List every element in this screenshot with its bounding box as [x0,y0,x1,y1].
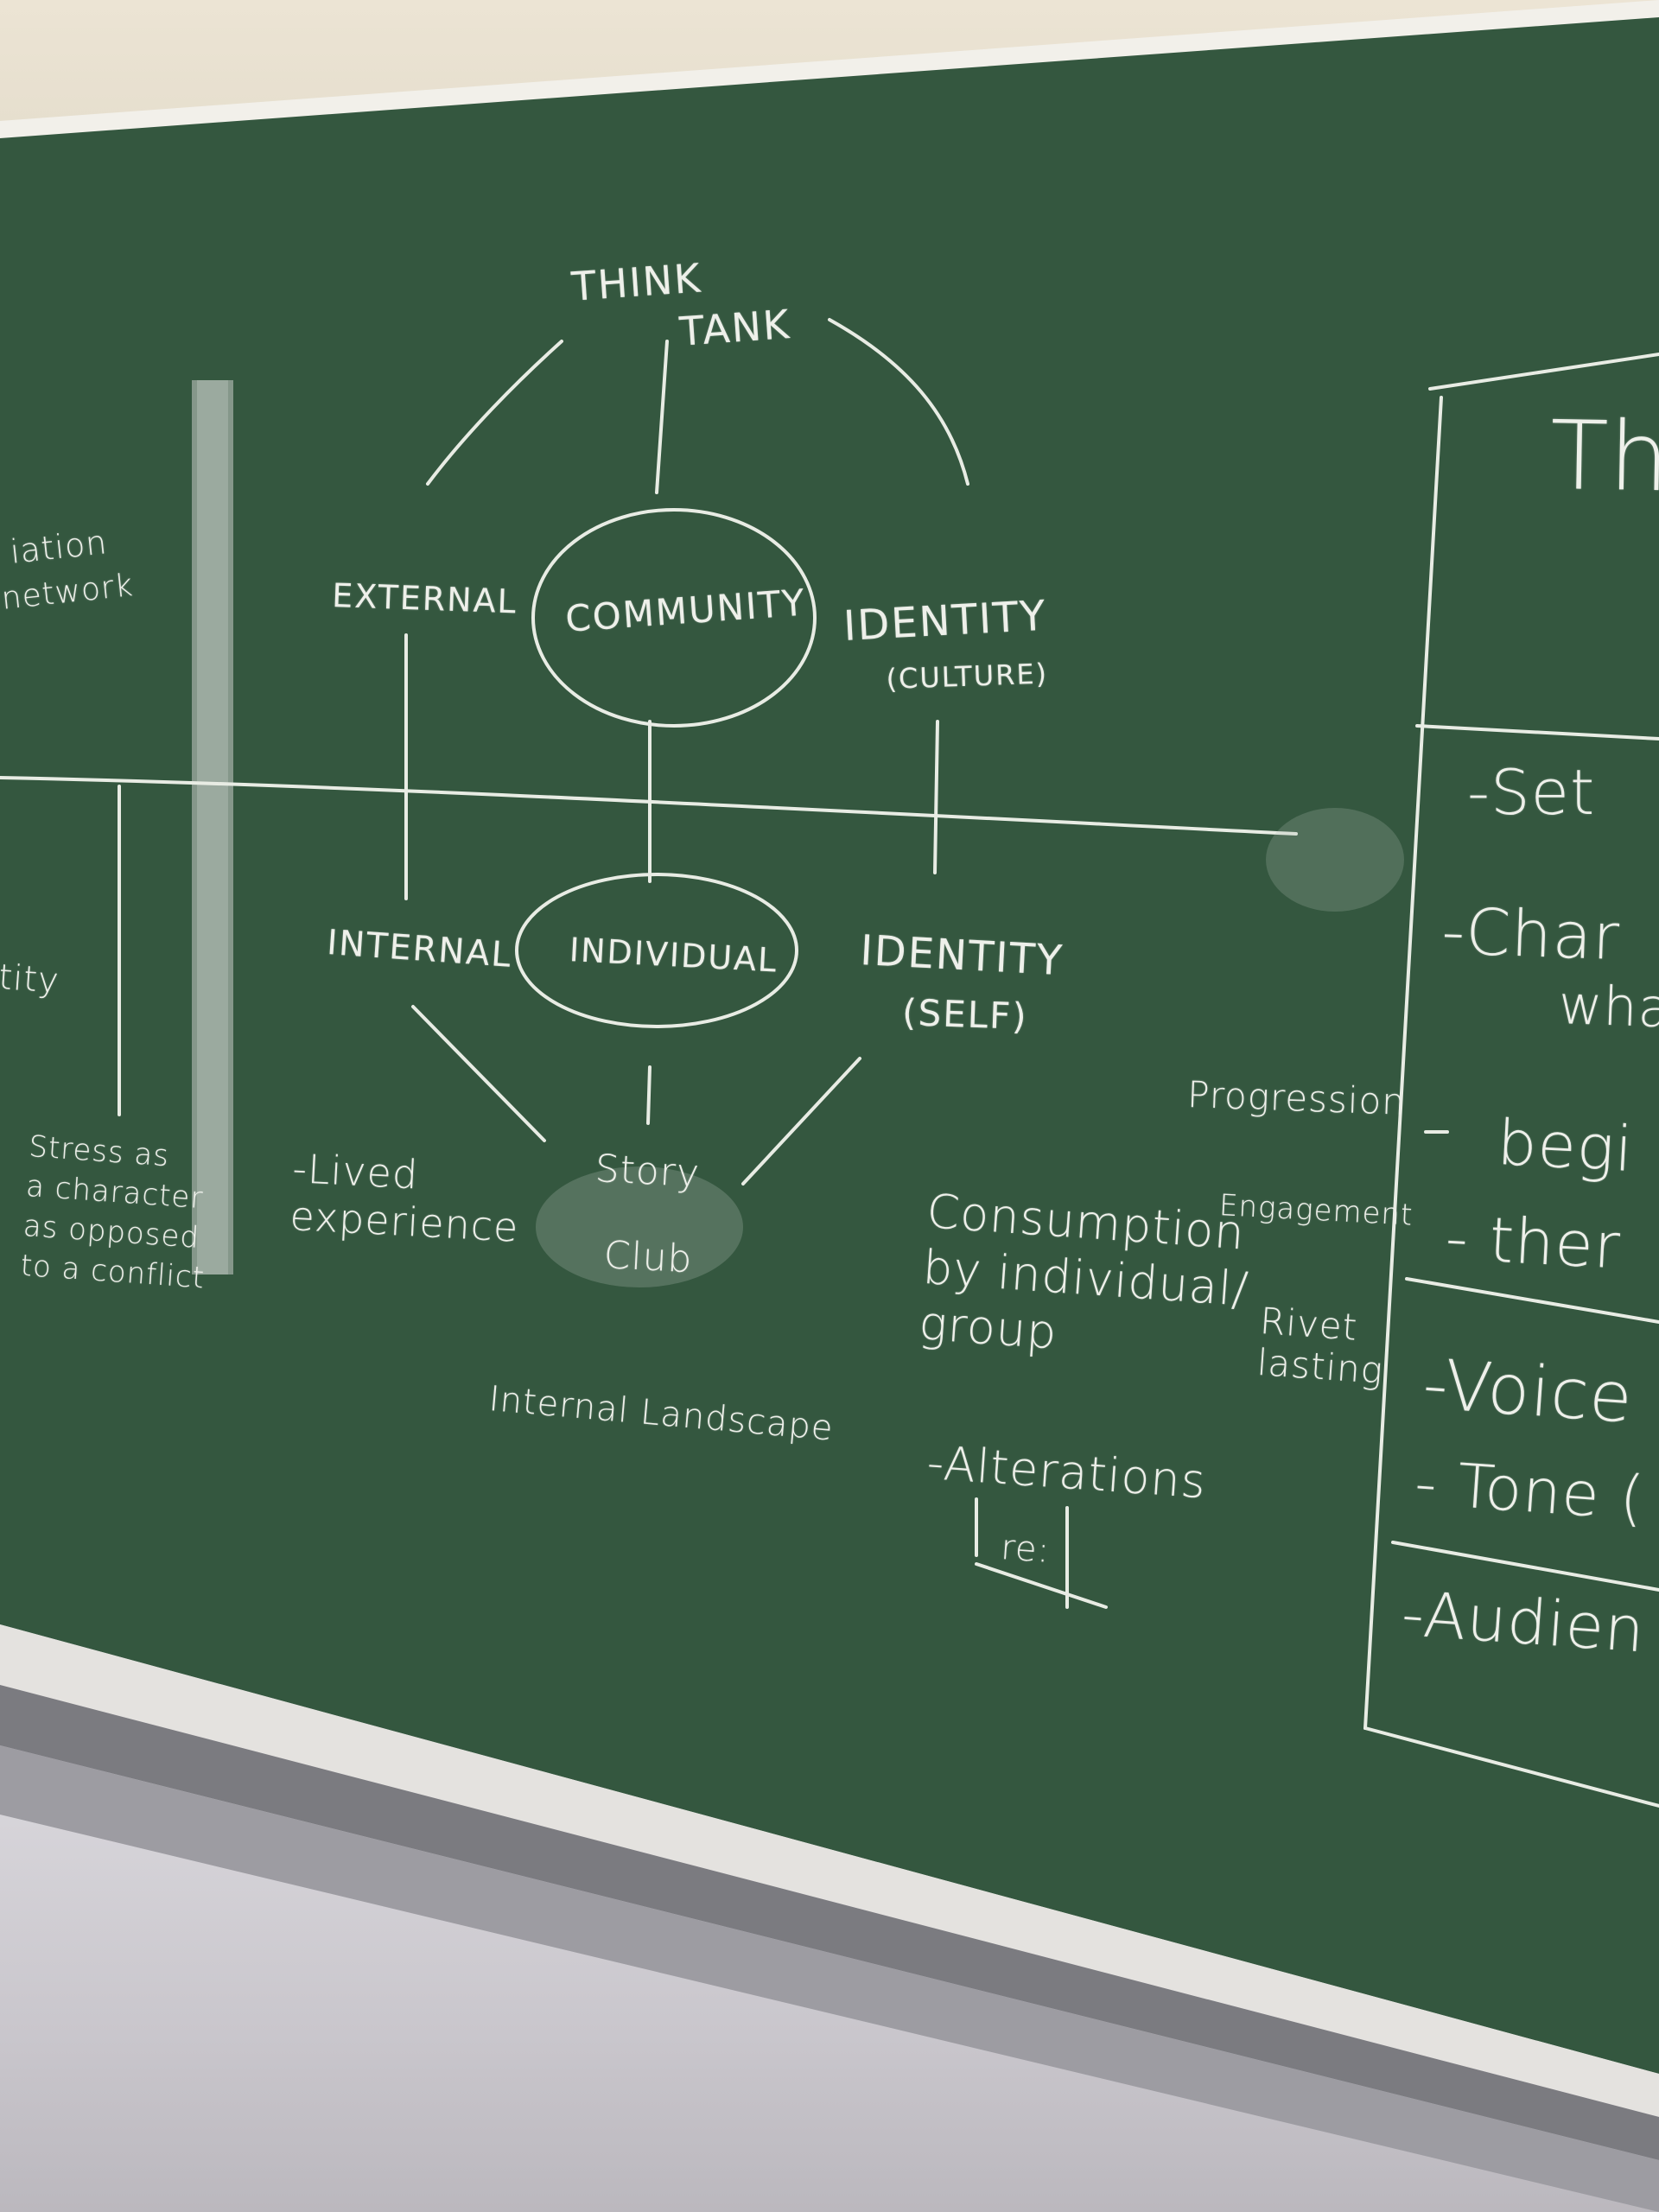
eraser-smudge [536,1166,743,1287]
lower-rail [0,1745,1659,2212]
external-label: EXTERNAL [331,576,518,621]
table-header-fragment: Th [1548,400,1659,513]
table-row-line-1 [1415,724,1659,741]
arc-right [828,318,969,486]
vertical-chalk-stripe-highlight [197,380,228,1274]
re-box-bottom [975,1562,1108,1609]
table-row-line-3 [1391,1541,1659,1592]
line-identity-story [741,1057,861,1185]
line-individual-story [646,1065,652,1125]
ledge-shadow [0,1685,1659,2160]
table-row-line-2 [1405,1277,1659,1324]
rivet-lasting-note: Rivet lasting [1255,1300,1385,1393]
table-row-char: -Char [1440,894,1622,976]
fragment-tity: tity [0,957,61,1001]
table-row-set: -Set [1467,756,1596,829]
stem-center [655,340,669,494]
horizontal-divider [0,776,1298,836]
story-label: Story [594,1147,702,1197]
stress-note: Stress as a character as opposed to a co… [19,1128,207,1296]
table-row-begi: begi [1495,1106,1636,1186]
tank-label: TANK [677,301,792,355]
table-row-wha: wha [1557,973,1659,1040]
table-row-tone: - Tone ( [1412,1447,1647,1535]
line-identity-identity [933,720,939,874]
club-label: Club [602,1233,694,1282]
table-row-voice: -Voice [1420,1344,1636,1439]
table-row-audience: -Audien [1399,1577,1648,1667]
arc-left [426,340,563,486]
table-bottom [1363,1726,1659,1808]
consumption-note: Consumption by individual/ group [917,1184,1251,1360]
eraser-smudge-right [1266,808,1404,912]
vertical-chalk-stripe [192,380,233,1274]
re-note: re: [999,1528,1052,1571]
table-row-ther: - ther [1443,1201,1623,1283]
identity-culture-label: IDENTITY [842,591,1048,651]
line-internal-story [411,1005,546,1142]
lived-experience-note: -Lived experience [289,1145,520,1251]
chalkboard [0,17,1659,2074]
table-top [1428,353,1659,391]
individual-circle [515,873,798,1028]
self-label: (SELF) [901,991,1029,1039]
chalk-ledge [0,1624,1659,2117]
progression-note: Progression [1186,1073,1407,1123]
think-label: THINK [569,254,704,310]
community-circle [531,508,817,728]
table-left [1363,396,1443,1730]
identity-self-label: IDENTITY [859,926,1065,986]
culture-label: (CULTURE) [885,657,1049,696]
chalk-strokes [0,318,1659,1808]
